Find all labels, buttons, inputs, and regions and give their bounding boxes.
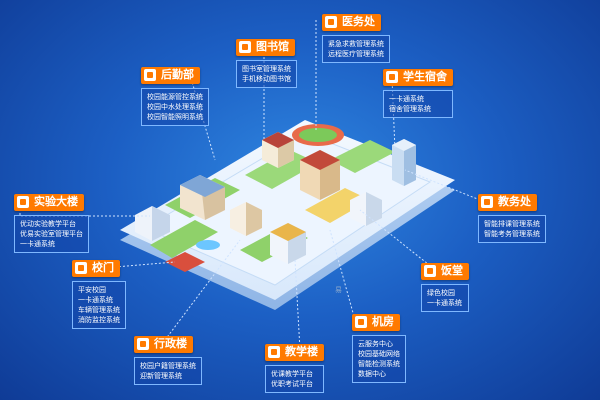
system-list-jiaoxuelou: 优课教学平台 优职考试平台 xyxy=(265,365,324,393)
label-tushuguan: 图书馆 图书室管理系统 手机移动图书馆 xyxy=(236,38,297,88)
tag-tushuguan: 图书馆 xyxy=(236,38,295,56)
system-item: 一卡通系统 xyxy=(78,296,113,304)
server-icon xyxy=(355,316,367,328)
system-item: 优易实验室管理平台 xyxy=(20,230,83,238)
system-item: 校园能源管控系统 xyxy=(147,93,203,101)
tag-title: 行政楼 xyxy=(154,337,187,350)
tag-title: 图书馆 xyxy=(256,40,289,53)
system-item: 智能考务管理系统 xyxy=(484,230,540,238)
label-shiyandalou: 实验大楼 优动实验教学平台 优易实验室管理平台 一卡通系统 xyxy=(14,193,89,253)
system-item: 一卡通系统 xyxy=(20,240,55,248)
building-icon xyxy=(17,196,29,208)
building-icon xyxy=(268,346,280,358)
system-list-houqinbu: 校园能源管控系统 校园中水处理系统 校园智能照明系统 xyxy=(141,88,209,126)
tag-xiaomen: 校门 xyxy=(72,259,120,277)
system-item: 手机移动图书馆 xyxy=(242,75,291,83)
tag-shiyandalou: 实验大楼 xyxy=(14,193,84,211)
system-list-yiwuchu: 紧急求救管理系统 远程医疗管理系统 xyxy=(322,35,390,63)
system-list-tushuguan: 图书室管理系统 手机移动图书馆 xyxy=(236,60,297,88)
label-jiaoxuelou: 教学楼 优课教学平台 优职考试平台 xyxy=(265,343,324,393)
system-item: 校园基础网络 xyxy=(358,350,400,358)
buildings xyxy=(135,132,416,272)
system-list-fantang: 绿色校园 一卡通系统 xyxy=(421,284,469,312)
system-item: 宿舍管理系统 xyxy=(389,105,431,113)
system-list-shiyandalou: 优动实验教学平台 优易实验室管理平台 一卡通系统 xyxy=(14,215,89,253)
system-item: 校园中水处理系统 xyxy=(147,103,203,111)
system-item: 平安校园 xyxy=(78,286,106,294)
system-item: 优课教学平台 xyxy=(271,370,313,378)
system-item: 智能检测系统 xyxy=(358,360,400,368)
system-item: 校园户籍管理系统 xyxy=(140,362,196,370)
building-icon xyxy=(386,71,398,83)
system-list-xiaomen: 平安校园 一卡通系统 车辆管理系统 消防监控系统 xyxy=(72,281,126,329)
system-item: 数据中心 xyxy=(358,370,386,378)
system-item: 优职考试平台 xyxy=(271,380,313,388)
system-list-xueshengsushe: 一卡通系统 宿舍管理系统 xyxy=(383,90,453,118)
tag-fantang: 饭堂 xyxy=(421,262,469,280)
building-icon xyxy=(325,16,337,28)
tag-title: 医务处 xyxy=(342,15,375,28)
label-yiwuchu: 医务处 紧急求救管理系统 远程医疗管理系统 xyxy=(322,13,390,63)
tag-xueshengsushe: 学生宿舍 xyxy=(383,68,453,86)
tag-title: 后勤部 xyxy=(161,68,194,81)
pond-icon xyxy=(196,240,220,250)
system-item: 一卡通系统 xyxy=(389,95,424,103)
system-item: 一卡通系统 xyxy=(427,299,462,307)
label-houqinbu: 后勤部 校园能源管控系统 校园中水处理系统 校园智能照明系统 xyxy=(141,66,209,126)
tag-title: 学生宿舍 xyxy=(403,70,447,83)
system-item: 消防监控系统 xyxy=(78,316,120,324)
tag-xingzhenglou: 行政楼 xyxy=(134,335,193,353)
tag-title: 实验大楼 xyxy=(34,195,78,208)
system-list-jifang: 云服务中心 校园基础网络 智能检测系统 数据中心 xyxy=(352,335,406,383)
system-item: 云服务中心 xyxy=(358,340,393,348)
system-item: 优动实验教学平台 xyxy=(20,220,76,228)
building-icon xyxy=(239,41,251,53)
sports-track-icon xyxy=(292,124,344,146)
label-fantang: 饭堂 绿色校园 一卡通系统 xyxy=(421,262,469,312)
system-item: 图书室管理系统 xyxy=(242,65,291,73)
system-item: 校园智能照明系统 xyxy=(147,113,203,121)
system-item: 车辆管理系统 xyxy=(78,306,120,314)
tag-yiwuchu: 医务处 xyxy=(322,13,381,31)
gate-icon xyxy=(75,262,87,274)
tag-title: 校门 xyxy=(92,261,114,274)
label-xiaomen: 校门 平安校园 一卡通系统 车辆管理系统 消防监控系统 xyxy=(72,259,126,329)
system-item: 智能排课管理系统 xyxy=(484,220,540,228)
label-xueshengsushe: 学生宿舍 一卡通系统 宿舍管理系统 xyxy=(383,68,453,118)
system-item: 远程医疗管理系统 xyxy=(328,50,384,58)
system-list-jiaowuchu: 智能排课管理系统 智能考务管理系统 xyxy=(478,215,546,243)
building-icon xyxy=(481,196,493,208)
building-icon xyxy=(137,338,149,350)
tag-title: 教务处 xyxy=(498,195,531,208)
tag-title: 教学楼 xyxy=(285,345,318,358)
system-list-xingzhenglou: 校园户籍管理系统 迎新管理系统 xyxy=(134,357,202,385)
building-icon xyxy=(424,265,436,277)
building-icon xyxy=(144,69,156,81)
tag-title: 饭堂 xyxy=(441,264,463,277)
label-xingzhenglou: 行政楼 校园户籍管理系统 迎新管理系统 xyxy=(134,335,202,385)
platform-mark: 易 xyxy=(335,286,342,294)
tag-jifang: 机房 xyxy=(352,313,400,331)
system-item: 紧急求救管理系统 xyxy=(328,40,384,48)
label-jiaowuchu: 教务处 智能排课管理系统 智能考务管理系统 xyxy=(478,193,546,243)
system-item: 迎新管理系统 xyxy=(140,372,182,380)
tag-houqinbu: 后勤部 xyxy=(141,66,200,84)
system-item: 绿色校园 xyxy=(427,289,455,297)
label-jifang: 机房 云服务中心 校园基础网络 智能检测系统 数据中心 xyxy=(352,313,406,383)
tag-title: 机房 xyxy=(372,315,394,328)
tag-jiaowuchu: 教务处 xyxy=(478,193,537,211)
tag-jiaoxuelou: 教学楼 xyxy=(265,343,324,361)
